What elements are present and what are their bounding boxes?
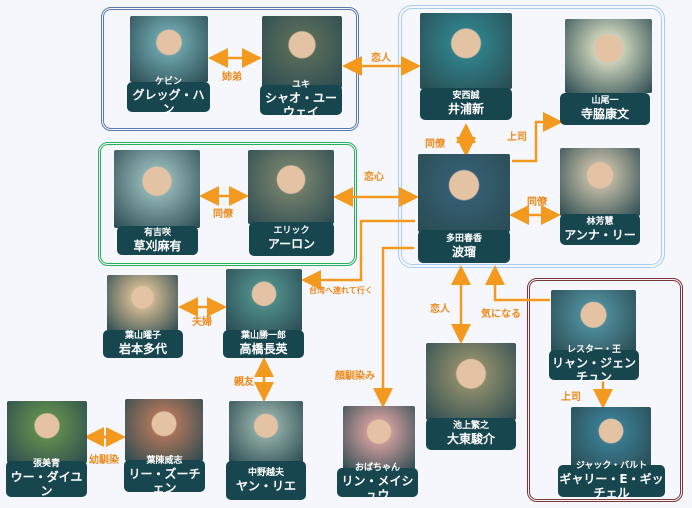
character-label: 多田春香波瑠 [418, 230, 510, 263]
role-name: 山尾一 [591, 96, 619, 107]
rel-label: 同僚 [425, 139, 445, 150]
actor-name: アンナ・リー [564, 227, 636, 242]
role-name: ケビン [154, 77, 182, 88]
rel-label: 上司 [507, 132, 527, 143]
actor-name: 波瑠 [451, 244, 476, 259]
character-photo [125, 399, 203, 461]
character-label: 有吉咲草刈麻有 [117, 226, 198, 255]
actor-name: シャオ・ユーウェイ [264, 91, 337, 120]
role-name: 林芳慧 [586, 216, 614, 227]
rel-label: 同僚 [213, 209, 233, 220]
actor-name: 草刈麻有 [133, 238, 182, 253]
group-office [398, 5, 665, 268]
rel-label: 親友 [234, 377, 254, 388]
role-name: ジャック・バルト [575, 461, 648, 472]
actor-name: リン・メイシュウ [341, 473, 414, 502]
role-name: 安西誠 [452, 91, 480, 102]
character-photo [114, 150, 200, 228]
rel-label: 顔馴染み [335, 371, 375, 382]
character-photo [7, 401, 87, 463]
character-label: 張美青ウー・ダイユン [6, 459, 87, 499]
character-label: 葉陳威志リー・ズーチェン [124, 456, 205, 495]
character-label: おばちゃんリン・メイシュウ [337, 463, 418, 502]
arrow-taiwan [301, 219, 415, 290]
actor-name: ヤン・リエ [235, 478, 296, 493]
role-name: 池上繁之 [452, 421, 489, 432]
rel-label: 幼馴染 [89, 455, 119, 466]
role-name: 張美青 [32, 459, 60, 470]
character-photo [426, 343, 516, 420]
role-name: 有吉咲 [143, 227, 171, 238]
rel-label: 姉弟 [222, 72, 242, 83]
character-photo [571, 407, 651, 467]
role-name: 葉山曜子 [124, 331, 161, 342]
rel-label: 恋人 [430, 304, 450, 315]
character-label: 葉山勝一郎高橋長英 [223, 330, 304, 358]
character-photo [130, 16, 208, 82]
role-name: 葉陳威志 [146, 456, 183, 467]
character-label: ユキシャオ・ユーウェイ [260, 80, 342, 119]
rel-label: 恋心 [364, 172, 384, 183]
character-photo [229, 401, 303, 463]
group-lester-jack [527, 278, 683, 502]
rel-label: 上司 [561, 392, 581, 403]
character-photo [420, 13, 512, 89]
actor-name: リー・ズーチェン [128, 467, 201, 496]
character-photo [107, 275, 178, 331]
character-label: 安西誠井浦新 [420, 88, 512, 120]
arrow-childhood-obachan [373, 246, 414, 408]
character-photo [565, 19, 652, 93]
actor-name: 寺脇康文 [580, 107, 629, 122]
role-name: エリック [273, 226, 310, 237]
actor-name: ギャリー・E・ギッチェル [559, 472, 664, 501]
character-label: エリックアーロン [249, 222, 334, 256]
rel-label: 同僚 [527, 197, 547, 208]
character-label: ケビングレッグ・ハン [127, 77, 210, 116]
character-photo [551, 290, 636, 352]
arrow-boss-yamao [512, 112, 563, 163]
character-label: レスター・王リャン・ジェンチュン [549, 345, 639, 384]
arrow-interested [485, 265, 550, 302]
character-label: 林芳慧アンナ・リー [560, 214, 640, 245]
actor-name: 大東駿介 [446, 432, 495, 447]
actor-name: 岩本多代 [118, 342, 167, 357]
character-photo [343, 406, 415, 470]
rel-label: 気になる [481, 309, 521, 320]
actor-name: 高橋長英 [239, 342, 288, 357]
rel-label: 恋人 [371, 53, 391, 64]
character-label: 葉山曜子岩本多代 [103, 330, 183, 358]
actor-name: ウー・ダイユン [10, 470, 83, 499]
character-label: ジャック・バルトギャリー・E・ギッチェル [558, 461, 665, 500]
rel-label: 台湾へ連れて行く [309, 286, 373, 295]
actor-name: 井浦新 [447, 102, 484, 117]
rel-label: 夫婦 [192, 317, 212, 328]
character-label: 山尾一寺脇康文 [560, 93, 650, 125]
role-name: おばちゃん [354, 462, 400, 473]
actor-name: グレッグ・ハン [132, 88, 205, 117]
role-name: レスター・王 [566, 345, 621, 356]
actor-name: リャン・ジェンチュン [551, 356, 636, 385]
character-photo [226, 269, 302, 331]
role-name: 葉山勝一郎 [240, 331, 286, 342]
character-photo [560, 148, 640, 216]
character-label: 中野越夫ヤン・リエ [226, 461, 306, 500]
character-label: 池上繁之大東駿介 [426, 418, 516, 450]
role-name: ユキ [291, 80, 310, 91]
character-photo [418, 154, 510, 232]
role-name: 中野越夫 [247, 467, 284, 478]
role-name: 多田春香 [445, 233, 482, 244]
character-photo [248, 150, 334, 224]
actor-name: アーロン [267, 237, 316, 252]
character-photo [262, 16, 342, 88]
